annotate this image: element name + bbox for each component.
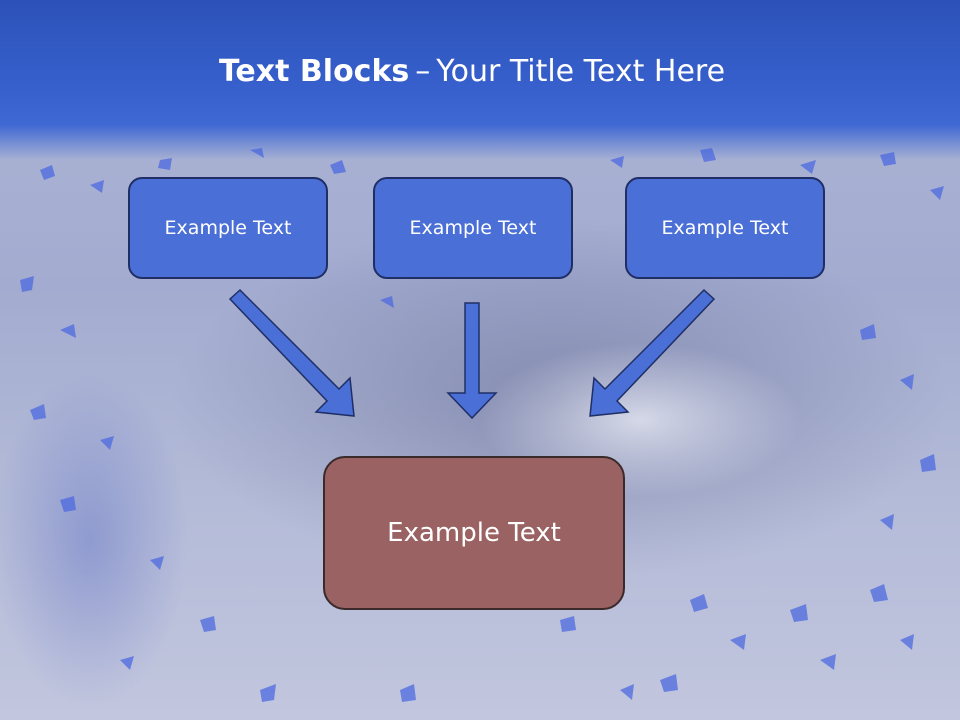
title-rest: Your Title Text Here	[436, 54, 726, 89]
title-bold-part: Text Blocks	[218, 54, 410, 89]
target-block[interactable]: Example Text	[323, 456, 625, 610]
title-separator: –	[415, 54, 431, 89]
text-block-2[interactable]: Example Text	[373, 177, 573, 279]
target-block-label: Example Text	[387, 518, 561, 548]
text-block-1-label: Example Text	[164, 217, 292, 239]
arrow-down	[446, 302, 498, 420]
slide-title[interactable]: Text Blocks–Your Title Text Here	[0, 54, 944, 89]
text-block-2-label: Example Text	[409, 217, 537, 239]
text-block-3[interactable]: Example Text	[625, 177, 825, 279]
arrow-down-right	[228, 288, 355, 417]
text-block-1[interactable]: Example Text	[128, 177, 328, 279]
text-block-3-label: Example Text	[661, 217, 789, 239]
header-band	[0, 0, 960, 160]
arrow-down-left	[589, 288, 716, 417]
